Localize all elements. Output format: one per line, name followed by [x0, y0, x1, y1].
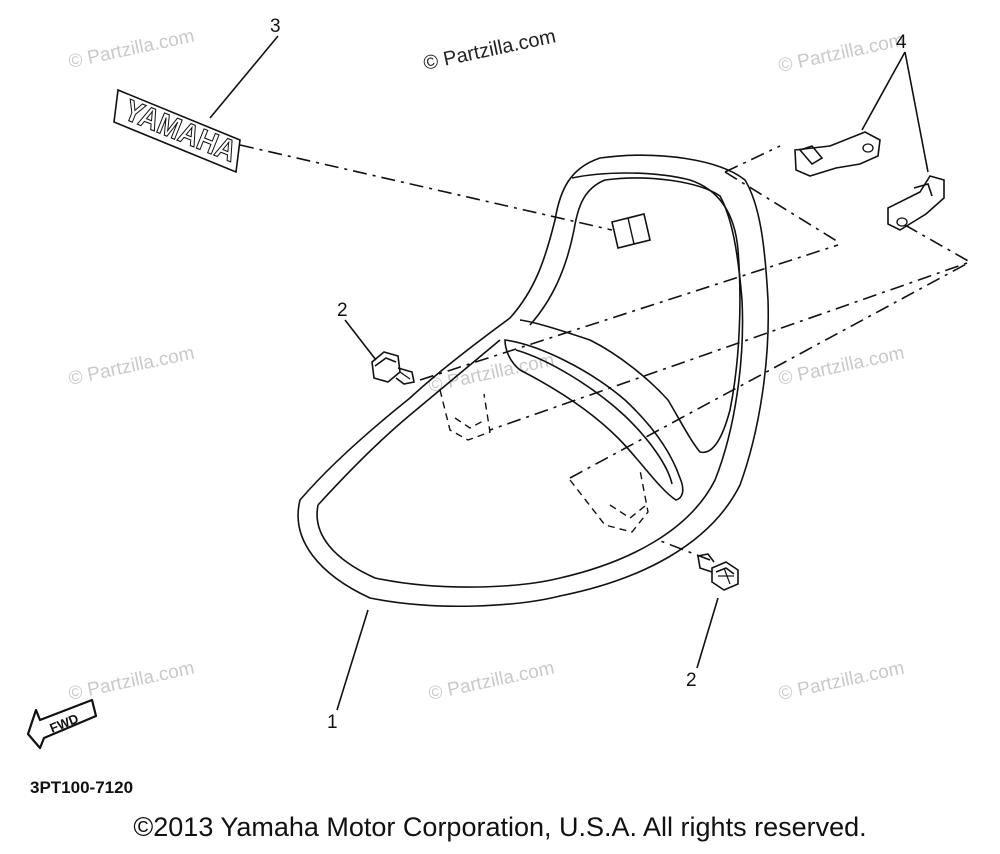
watermark: © Partzilla.com	[777, 658, 907, 705]
bracket-lower	[887, 175, 945, 231]
callout-bolt-right: 2	[686, 670, 697, 691]
watermark: © Partzilla.com	[427, 658, 557, 705]
seat	[297, 154, 770, 608]
watermark: © Partzilla.com	[67, 26, 197, 73]
callout-bolt-left: 2	[337, 300, 348, 321]
callout-lines	[209, 35, 929, 711]
watermark: © Partzilla.com	[777, 343, 907, 390]
watermark-main: © Partzilla.com	[421, 25, 557, 75]
diagram-code: 3PT100-7120	[30, 778, 134, 797]
fwd-arrow-icon: FWD	[26, 698, 98, 750]
callout-emblem: 3	[270, 16, 281, 37]
bolt-right	[697, 553, 739, 591]
watermark: © Partzilla.com	[67, 658, 197, 705]
bolt-left	[371, 351, 415, 385]
watermark: © Partzilla.com	[67, 343, 197, 390]
callout-bracket: 4	[896, 32, 907, 53]
bracket-upper	[794, 131, 881, 177]
copyright-notice: ©2013 Yamaha Motor Corporation, U.S.A. A…	[133, 812, 867, 842]
emblem-text: YAMAHA	[119, 94, 241, 169]
leader-lines	[239, 144, 972, 561]
watermark: © Partzilla.com	[777, 30, 907, 77]
callout-seat: 1	[327, 712, 338, 733]
